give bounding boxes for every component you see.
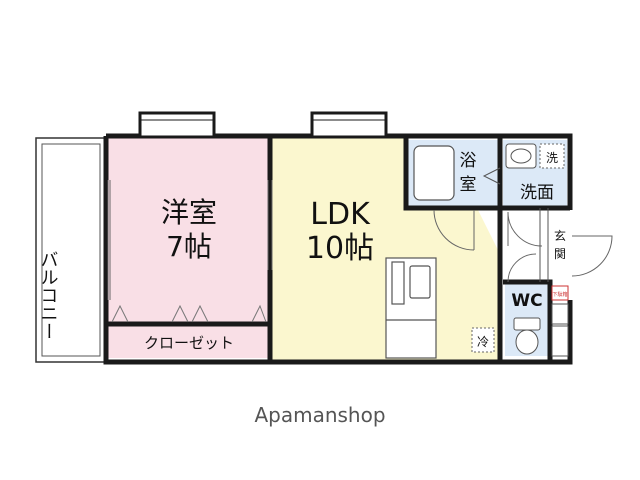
washroom-label: 洗面 (520, 183, 554, 203)
bathtub (413, 145, 455, 201)
washer-symbol: 洗 (546, 151, 558, 165)
fridge-space (471, 327, 495, 353)
western-room-size: 7帖 (166, 230, 212, 263)
windows (138, 111, 388, 139)
closet-doors (111, 304, 267, 323)
balcony-door (107, 180, 111, 300)
bath-label-2: 室 (460, 175, 477, 195)
balcony-label: バルコニー (38, 250, 59, 340)
western-room (108, 138, 270, 324)
room-sliding-door (267, 180, 273, 270)
closet-label: クローゼット (144, 334, 234, 352)
wc-label: WC (511, 291, 542, 311)
door-swings (433, 209, 613, 283)
ldk-room (272, 138, 406, 360)
shoe-box (551, 285, 569, 301)
toilet (513, 317, 541, 355)
entrance-label-2: 関 (554, 247, 566, 261)
brand-watermark: Apamanshop (254, 403, 385, 427)
entrance-label-1: 玄 (554, 228, 566, 243)
ldk-size: 10帖 (306, 231, 374, 266)
entrance-frame (539, 208, 549, 282)
shoe-box-symbol: 下駄箱 (552, 291, 567, 298)
fridge-symbol: 冷 (477, 335, 489, 349)
balcony (35, 137, 107, 363)
closet (108, 324, 270, 358)
bath-label-1: 浴 (460, 151, 477, 171)
western-room-name: 洋室 (161, 196, 217, 229)
ldk-name: LDK (310, 197, 371, 232)
washer-space (539, 143, 565, 169)
kitchen-counter (385, 257, 437, 359)
